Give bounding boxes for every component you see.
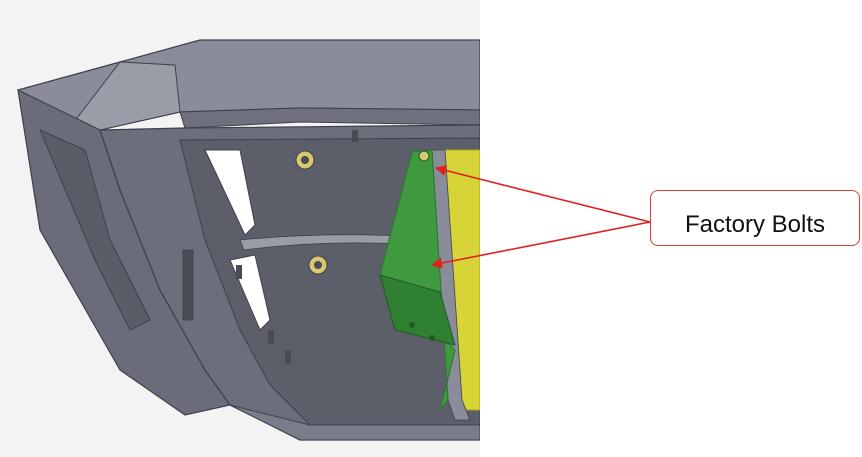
bolt-hole-icon — [418, 150, 430, 162]
housing-left-inner-panel — [39, 129, 151, 331]
bolt-hole-icon — [409, 322, 415, 328]
arrow-head-icon — [434, 165, 651, 223]
frame-slot — [182, 249, 194, 321]
bolt-hole-icon — [429, 335, 435, 341]
frame-slot — [352, 130, 358, 142]
bolt-hole-icon — [308, 255, 328, 275]
window-opening-upper — [204, 149, 256, 236]
callout-box: Factory Bolts — [650, 190, 860, 246]
frame-slot — [268, 330, 274, 344]
frame-slot — [236, 265, 242, 279]
callout-label: Factory Bolts — [684, 211, 826, 238]
frame-slot — [285, 350, 291, 364]
arrow-head-icon — [430, 221, 651, 269]
housing-floor — [229, 404, 480, 441]
green-bracket-front-flange — [379, 274, 456, 346]
bolt-hole-icon — [295, 150, 315, 170]
cad-render-panel — [0, 0, 480, 457]
